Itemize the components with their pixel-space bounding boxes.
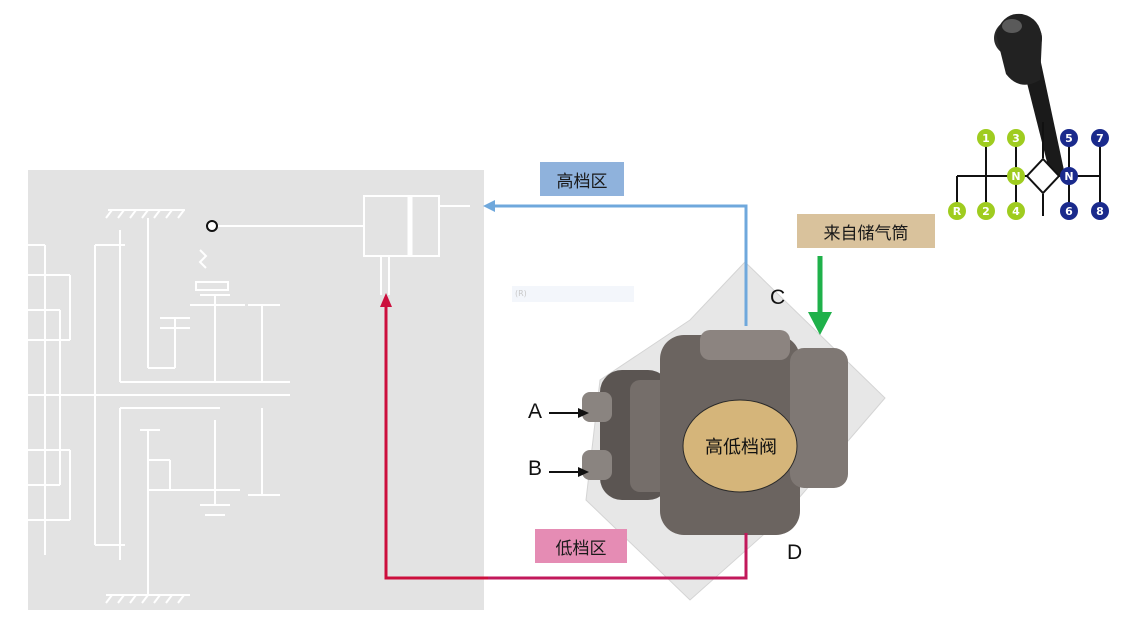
high-range-arrowhead [483,200,495,212]
gear-dot-6: 6 [1060,202,1078,220]
gearbox-schematic [28,195,470,604]
gear-dot-2: 2 [977,202,995,220]
valve-label-ellipse [682,399,798,493]
port-c-label: C [770,286,786,309]
gear-dot-4: 4 [1007,202,1025,220]
valve-name-label: 高低档阀 [705,437,777,458]
low-range-air-line-red [384,306,488,580]
gear-dot-8: 8 [1091,202,1109,220]
pivot-point [206,220,218,232]
gear-shift-lever-icon [994,13,1065,178]
high-range-air-line [492,204,748,326]
gear-dot-7: 7 [1091,129,1109,147]
port-a-arrowhead [578,408,589,418]
gear-dot-5: 5 [1060,129,1078,147]
high-range-tag: 高档区 [540,162,624,196]
port-a-label: A [528,400,543,423]
low-range-air-line-magenta [488,533,748,580]
air-supply-tag: 来自储气筒 [797,214,935,248]
air-supply-arrowhead [808,312,832,335]
gear-dot-r: R [948,202,966,220]
faint-caption-box [512,286,634,302]
low-range-arrowhead [380,293,392,307]
port-d-label: D [787,541,803,564]
neutral-dot-high: N [1060,167,1078,185]
faint-caption: (R) [515,289,527,298]
port-b-label: B [528,457,543,480]
neutral-dot-low: N [1007,167,1025,185]
gear-dot-1: 1 [977,129,995,147]
low-range-tag: 低档区 [535,529,627,563]
gear-dot-3: 3 [1007,129,1025,147]
port-b-arrowhead [578,467,589,477]
